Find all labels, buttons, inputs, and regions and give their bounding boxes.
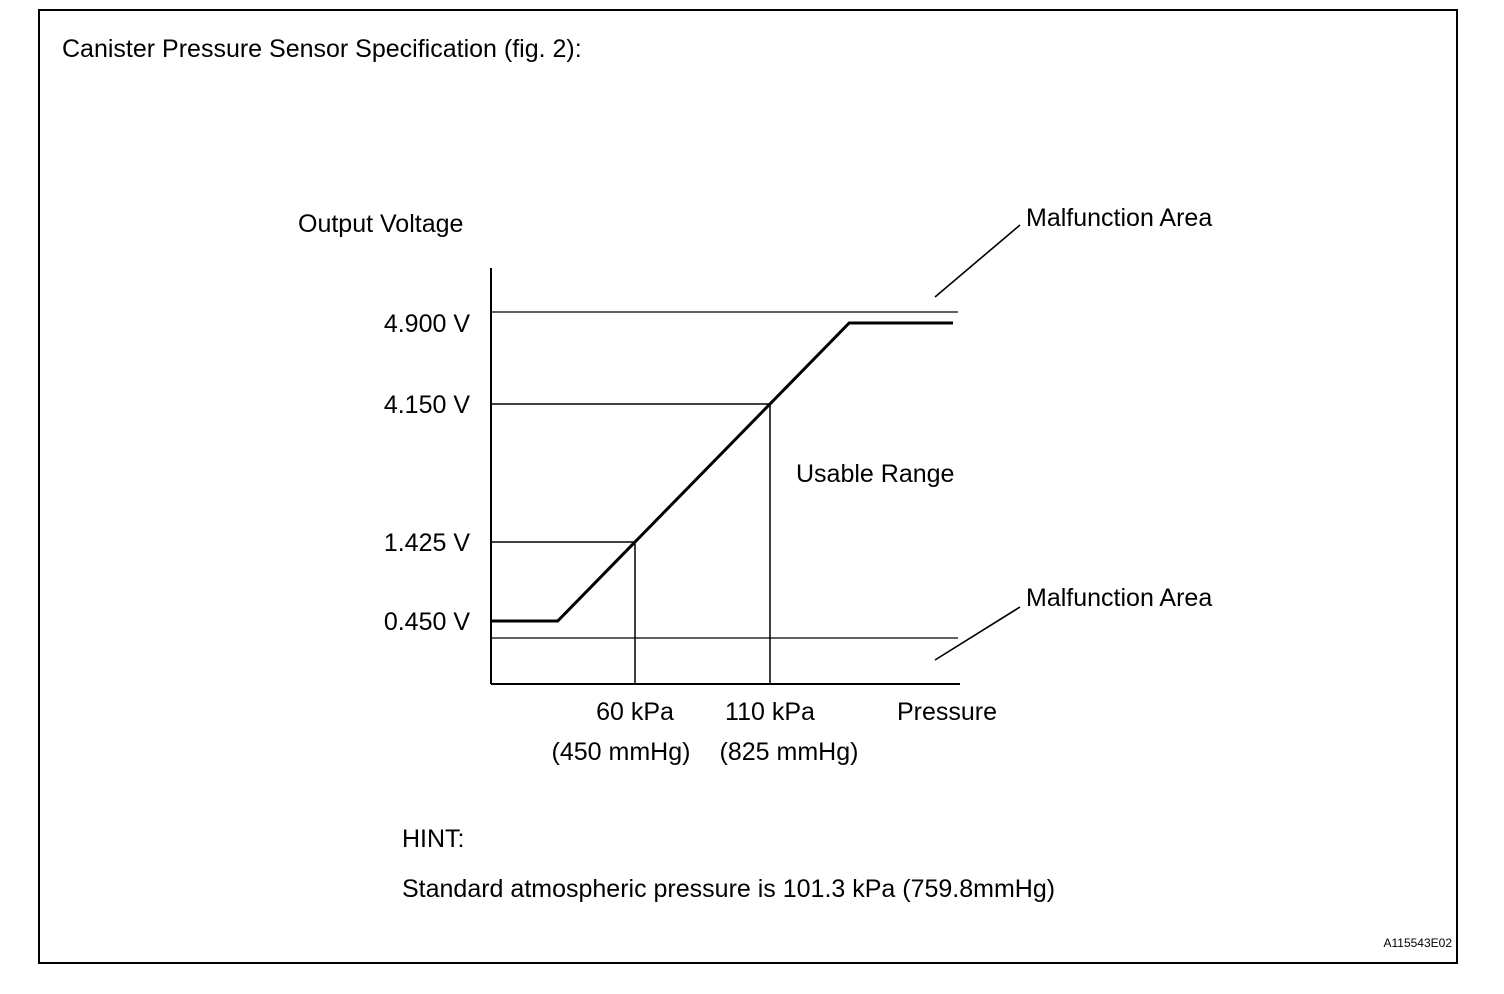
x-axis-label: Pressure — [897, 698, 997, 726]
figure-frame — [38, 9, 1458, 964]
hint-text: Standard atmospheric pressure is 101.3 k… — [402, 875, 1056, 903]
lower-area-leader — [934, 606, 1021, 661]
y-tick-label-0: 4.900 V — [384, 310, 471, 338]
usable-range-label: Usable Range — [796, 460, 954, 488]
figure-code: A115543E02 — [1383, 936, 1452, 950]
x-tick-label-0: 60 kPa — [596, 698, 674, 726]
upper-malfunction-area-label: Malfunction Area — [1026, 204, 1212, 232]
y-tick-label-1: 4.150 V — [384, 391, 471, 419]
upper-area-leader — [934, 224, 1021, 298]
y-tick-label-2: 1.425 V — [384, 529, 471, 557]
x-tick-sublabel-0: (450 mmHg) — [552, 738, 691, 766]
lower-malfunction-area-label: Malfunction Area — [1026, 584, 1212, 612]
y-axis-label: Output Voltage — [298, 210, 463, 238]
figure-title: Canister Pressure Sensor Specification (… — [62, 35, 582, 63]
hint-label: HINT: — [402, 825, 465, 853]
x-tick-label-1: 110 kPa — [725, 698, 815, 726]
x-tick-sublabel-1: (825 mmHg) — [720, 738, 859, 766]
y-tick-label-3: 0.450 V — [384, 608, 471, 636]
output-characteristic-line — [491, 321, 953, 623]
